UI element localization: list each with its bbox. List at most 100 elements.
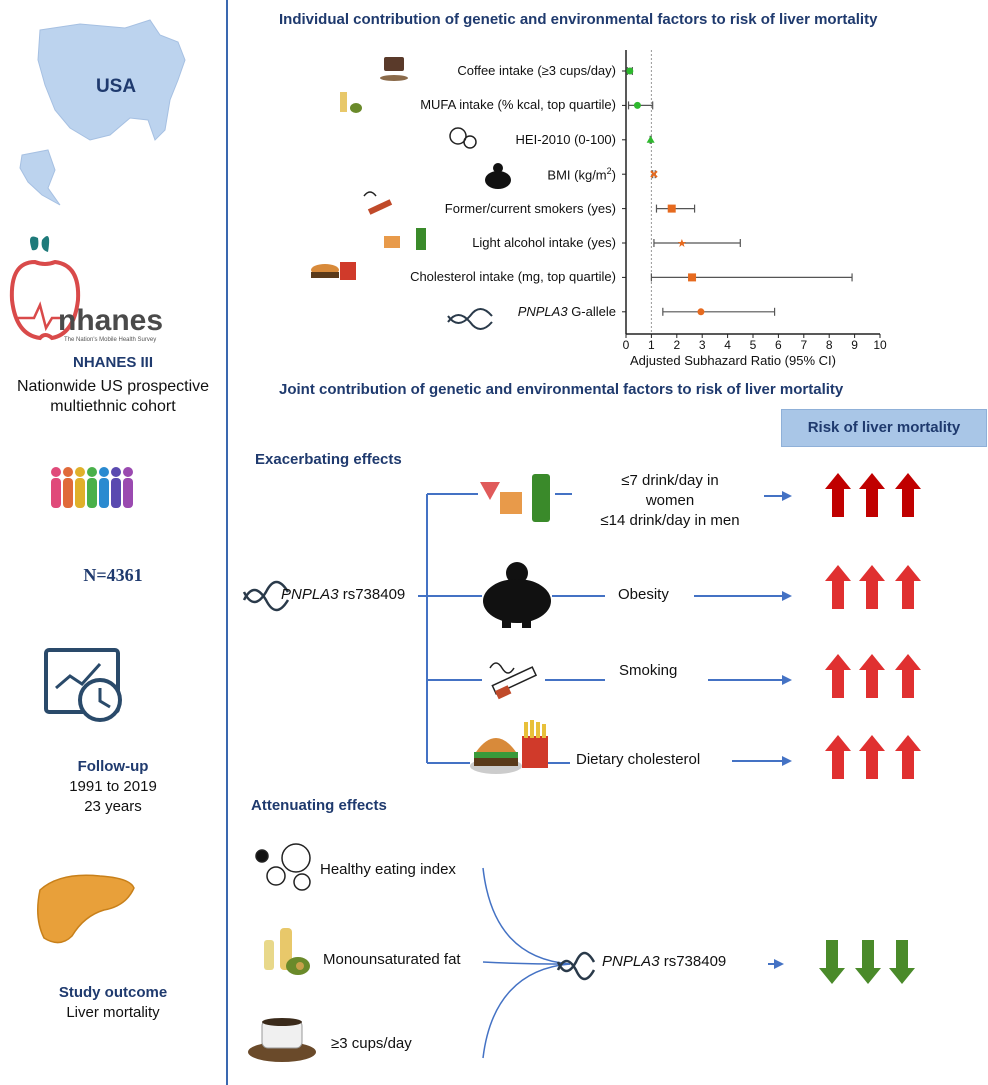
point-estimate — [688, 273, 697, 282]
down-arrow — [855, 940, 881, 984]
followup-duration: 23 years — [84, 798, 142, 815]
nhanes-apple-icon: nhanes The Nation's Mobile Health Survey — [9, 236, 163, 343]
forest-row-label: PNPLA3 G-allele — [518, 304, 616, 319]
olive-oil-icon — [340, 92, 362, 113]
up-arrow — [895, 735, 921, 779]
dna-icon — [447, 308, 493, 330]
label-sup: 2 — [606, 166, 612, 177]
risk-arrows — [819, 473, 921, 984]
follow-up-chart-clock-icon — [44, 648, 122, 722]
joint-title: Joint contribution of genetic and enviro… — [279, 381, 844, 398]
label-text: Former/current smokers (yes) — [444, 200, 616, 216]
x-tick-label: 7 — [800, 338, 807, 352]
cholesterol-label: Dietary cholesterol — [576, 751, 701, 768]
up-arrow — [859, 473, 885, 517]
burger-fries-icon — [311, 262, 356, 280]
left-panel-graphics: USA nhanes The Nation's Mobile Health Su… — [9, 19, 186, 944]
outcome-value: Liver mortality — [66, 1004, 160, 1021]
forest-row-label: BMI (kg/m2) — [547, 166, 616, 182]
point-estimate — [626, 67, 634, 75]
left-panel: USA nhanes The Nation's Mobile Health Su… — [0, 0, 226, 1085]
point-estimate — [633, 101, 641, 109]
point-estimate — [677, 239, 686, 247]
sample-size: N=4361 — [83, 565, 143, 585]
forest-title: Individual contribution of genetic and e… — [279, 11, 878, 28]
down-arrow — [889, 940, 915, 984]
label-text: Light alcohol intake (yes) — [472, 235, 616, 250]
liver-icon — [37, 874, 135, 944]
effect-arrows — [694, 491, 792, 969]
joint-drinks-icon — [480, 474, 550, 522]
attenuating-gene-italic: PNPLA3 — [602, 953, 660, 970]
cohort-desc-1: Nationwide US prospective — [16, 378, 210, 395]
x-tick-label: 10 — [873, 338, 887, 352]
x-tick-label: 4 — [724, 338, 731, 352]
mufa-olive-oil-icon — [264, 928, 310, 975]
risk-header: Risk of liver mortality — [781, 409, 987, 447]
forest-row-label: Former/current smokers (yes) — [445, 201, 616, 216]
attenuating-gene-rest: rs738409 — [659, 953, 727, 970]
joint-burger-fries-icon — [470, 720, 548, 774]
forest-xlabel: Adjusted Subhazard Ratio (95% CI) — [630, 353, 836, 368]
label-text: MUFA intake (% kcal, top quartile) — [420, 97, 616, 113]
label-text: HEI-2010 (0-100) — [515, 131, 616, 147]
point-estimate — [697, 308, 705, 316]
up-arrow — [895, 473, 921, 517]
x-tick-label: 8 — [826, 338, 833, 352]
followup-years: 1991 to 2019 — [69, 778, 157, 795]
label-text: ) — [611, 167, 616, 183]
alcohol-line-3: ≤14 drink/day in men — [600, 512, 740, 529]
coffee-icon — [380, 57, 408, 81]
joint-body-icon — [483, 562, 551, 628]
attenuating-dna-icon — [556, 951, 596, 981]
attenuating-gene-label: PNPLA3 rs738409 — [602, 953, 726, 970]
x-tick-label: 3 — [699, 338, 706, 352]
down-arrow — [819, 940, 845, 984]
label-italic: PNPLA3 — [517, 303, 568, 319]
map-label: USA — [96, 76, 136, 97]
up-arrow — [859, 565, 885, 609]
hei-label: Healthy eating index — [320, 861, 456, 878]
point-estimate — [646, 135, 655, 143]
drinks-icon — [384, 228, 426, 250]
x-tick-label: 0 — [623, 338, 630, 352]
outcome-title: Study outcome — [58, 984, 168, 1001]
up-arrow — [859, 735, 885, 779]
attenuating-curves — [482, 867, 571, 1059]
up-arrow — [825, 654, 851, 698]
forest-row-label: MUFA intake (% kcal, top quartile) — [420, 97, 616, 112]
alcohol-line-1: ≤7 drink/day in — [621, 472, 719, 489]
vegetables-icon — [449, 127, 477, 149]
gene-italic: PNPLA3 — [281, 586, 339, 603]
exacerbating-title: Exacerbating effects — [255, 451, 402, 468]
body-icon — [485, 163, 511, 189]
coffee-cup-icon — [248, 1018, 316, 1062]
x-tick-label: 9 — [851, 338, 858, 352]
cigarette-icon — [363, 191, 393, 215]
label-text: Cholesterol intake (mg, top quartile) — [410, 269, 616, 285]
forest-row-label: Coffee intake (≥3 cups/day) — [457, 63, 616, 78]
forest-row-label: Light alcohol intake (yes) — [472, 235, 616, 250]
label-text: G-allele — [567, 303, 616, 319]
alcohol-line-2: women — [645, 492, 695, 509]
point-estimate — [667, 204, 676, 213]
forest-row-label: Cholesterol intake (mg, top quartile) — [410, 269, 616, 284]
up-arrow — [895, 565, 921, 609]
gene-label: PNPLA3 rs738409 — [281, 586, 405, 603]
logo-tagline: The Nation's Mobile Health Survey — [64, 337, 156, 343]
x-tick-label: 2 — [673, 338, 680, 352]
hei-vegetables-icon — [255, 843, 311, 891]
up-arrow — [825, 473, 851, 517]
forest-row-label: HEI-2010 (0-100) — [516, 132, 616, 147]
label-text: Coffee intake (≥3 cups/day) — [457, 63, 616, 78]
joint-dna-icon — [242, 580, 290, 612]
attenuating-title: Attenuating effects — [251, 797, 387, 814]
up-arrow — [859, 654, 885, 698]
label-text: BMI (kg/m — [547, 167, 607, 183]
exacerbating-branches — [418, 493, 605, 764]
column-divider — [226, 0, 228, 1085]
x-tick-label: 1 — [648, 338, 655, 352]
cohort-desc-2: multiethnic cohort — [50, 398, 176, 415]
